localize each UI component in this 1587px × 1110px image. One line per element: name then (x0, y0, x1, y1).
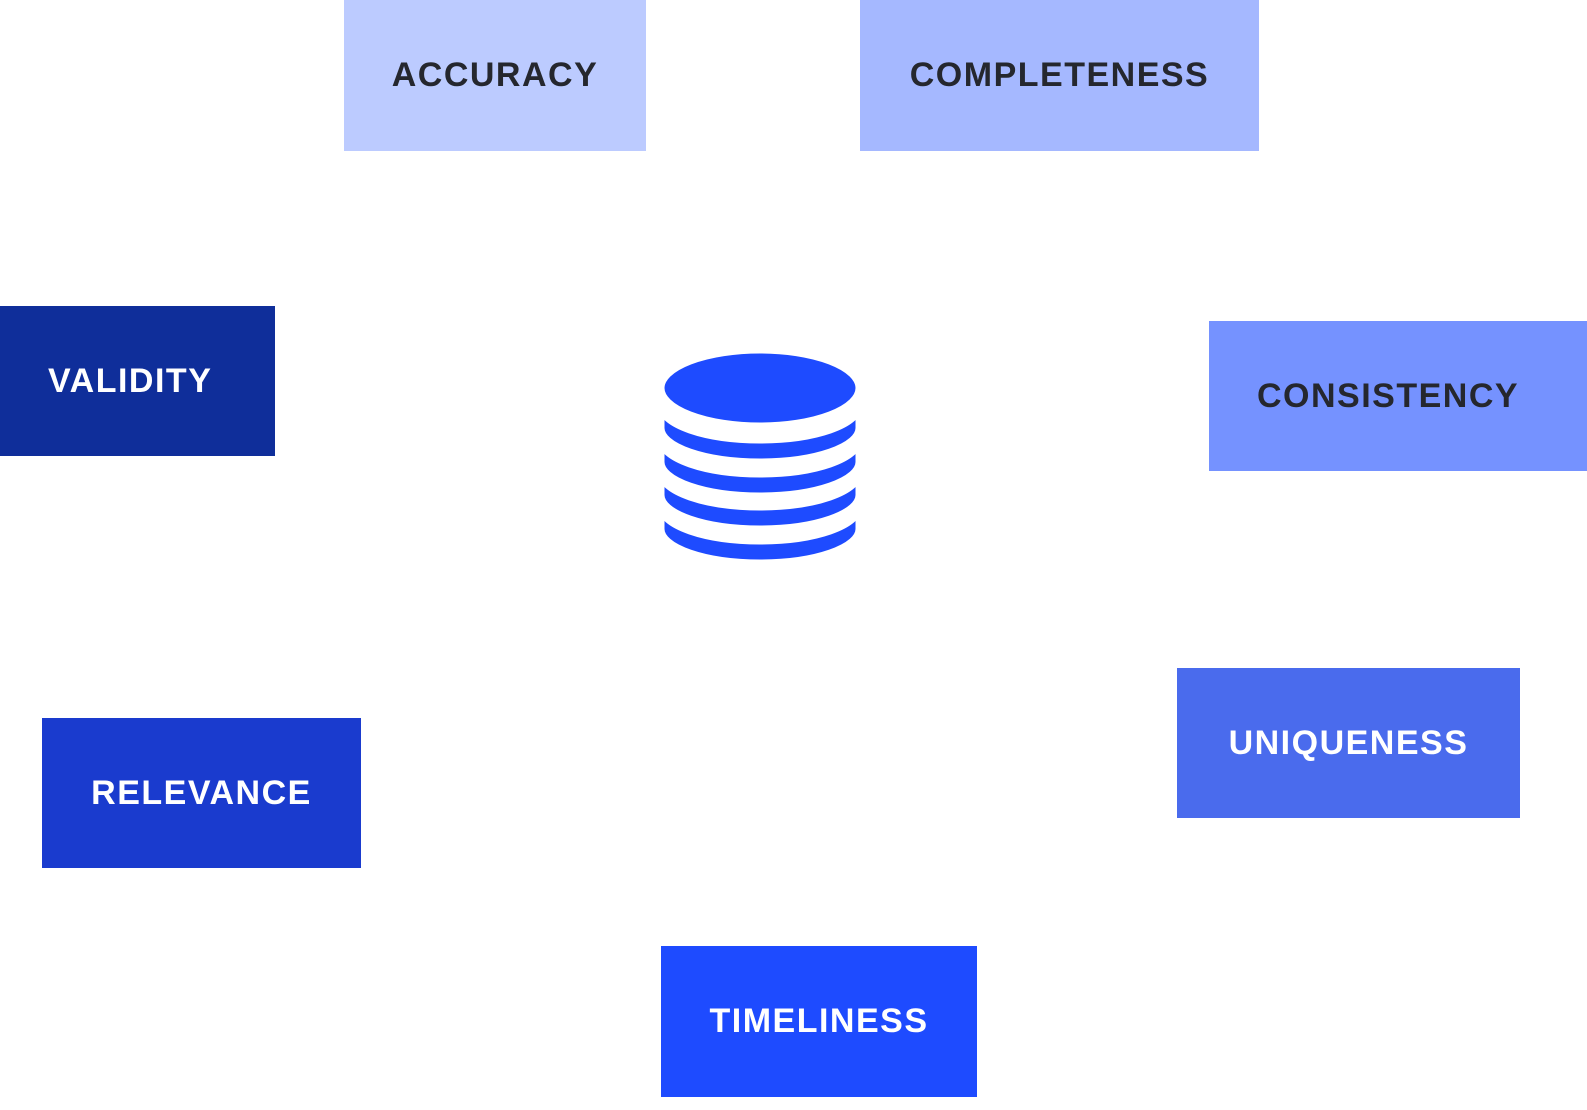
dimension-label: CONSISTENCY (1257, 376, 1520, 415)
dimension-label: UNIQUENESS (1228, 723, 1469, 762)
database-layer (657, 439, 863, 500)
dimension-consistency: CONSISTENCY (1209, 321, 1587, 471)
dimension-timeliness: TIMELINESS (661, 946, 977, 1097)
database-layer (657, 405, 863, 466)
dimension-accuracy: ACCURACY (344, 0, 646, 151)
database-layer (657, 472, 863, 533)
dimension-relevance: RELEVANCE (42, 718, 361, 868)
dimension-label: ACCURACY (391, 56, 599, 94)
dimension-label: COMPLETENESS (909, 56, 1210, 94)
dimension-label: TIMELINESS (709, 1002, 929, 1040)
dimension-label: VALIDITY (48, 361, 213, 400)
database-top (657, 346, 863, 430)
dimension-uniqueness: UNIQUENESS (1177, 668, 1520, 818)
dimension-validity: VALIDITY (0, 306, 275, 456)
database-layer (657, 506, 863, 567)
dimension-completeness: COMPLETENESS (860, 0, 1259, 151)
dimension-label: RELEVANCE (91, 773, 312, 812)
